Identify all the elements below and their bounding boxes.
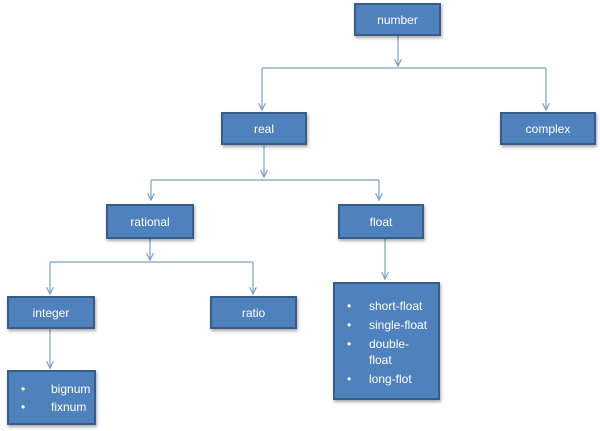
node-real: real	[221, 112, 307, 145]
list-item-bignum: bignum	[21, 381, 90, 397]
node-ratio: ratio	[210, 296, 297, 329]
list-item-single-float: single-float	[347, 317, 432, 333]
node-integer-subtypes: bignum fixnum	[7, 370, 96, 425]
list-item-double-float: double-float	[347, 336, 427, 368]
list-item-long-flot: long-flot	[347, 371, 432, 387]
node-float: float	[338, 204, 424, 239]
node-float-subtypes: short-float single-float double-float lo…	[333, 282, 440, 400]
integer-subtype-list: bignum fixnum	[21, 381, 90, 415]
node-rational: rational	[106, 204, 194, 239]
list-item-fixnum: fixnum	[21, 399, 88, 415]
node-number: number	[354, 3, 441, 36]
float-subtype-list: short-float single-float double-float lo…	[347, 298, 432, 387]
node-integer: integer	[7, 296, 95, 329]
node-complex: complex	[500, 112, 596, 145]
list-item-short-float: short-float	[347, 298, 432, 314]
